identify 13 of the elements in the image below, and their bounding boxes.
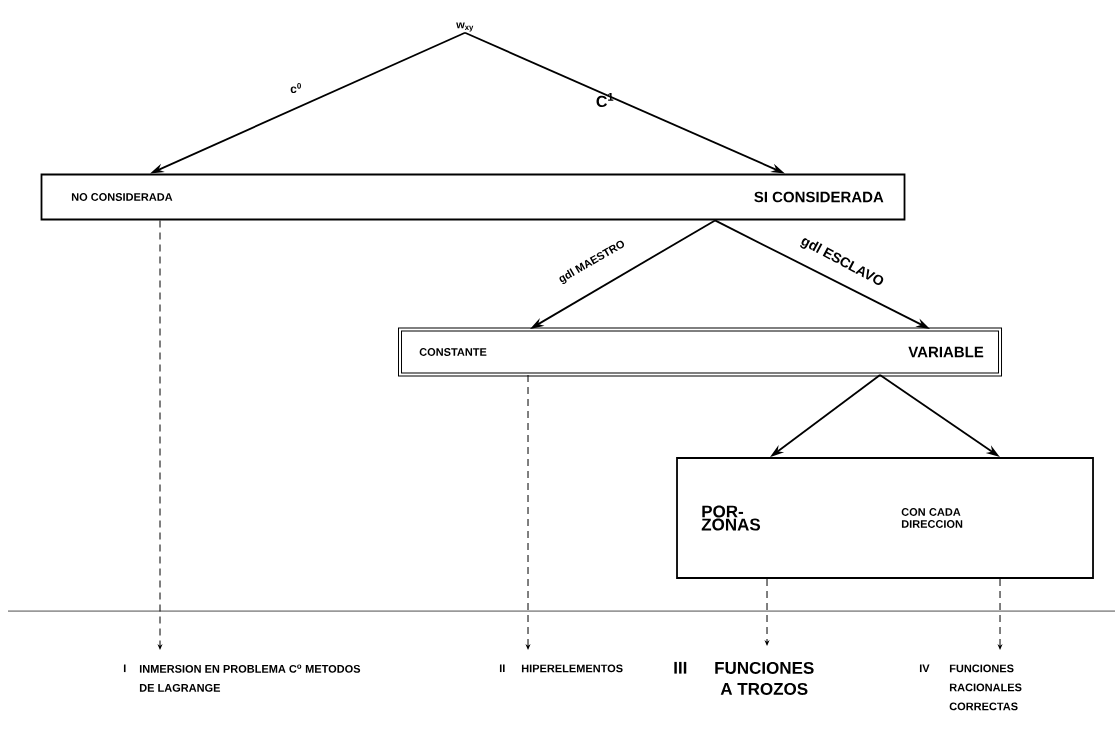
arrow	[526, 374, 530, 650]
category-box: CONSTANTE VARIABLE	[398, 327, 1002, 377]
method-label: II HIPERELEMENTOS	[499, 664, 623, 673]
arrow	[765, 578, 769, 646]
arrow	[158, 219, 162, 650]
method-label: IV FUNCIONES RACIONALES CORRECTAS	[919, 664, 1022, 711]
category-box: NO CONSIDERADA SI CONSIDERADA	[40, 173, 906, 221]
root-label: w$_{xy}$	[456, 22, 474, 32]
edge-label: c$^{0}$	[290, 83, 301, 93]
arrow	[998, 578, 1002, 650]
category-box: POR- ZONAS CON CADA DIRECCION	[676, 457, 1094, 579]
method-label: III FUNCIONES A TROZOS	[674, 661, 814, 695]
method-label: I INMERSION EN PROBLEMA C$^{o}$ METODOS DE LAGRANGE	[123, 664, 361, 692]
